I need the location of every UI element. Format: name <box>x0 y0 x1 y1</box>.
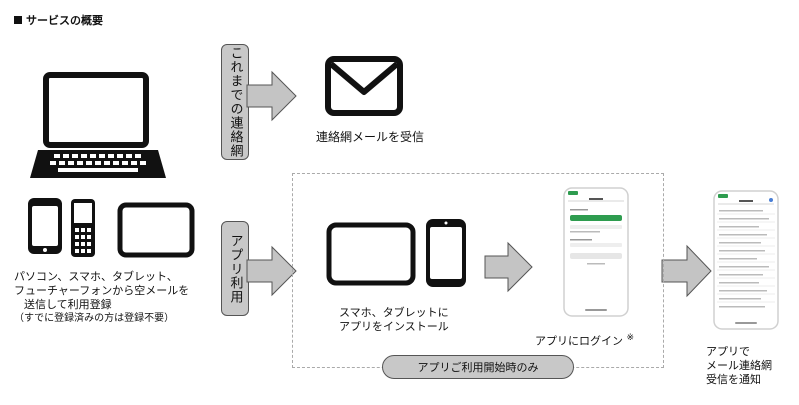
caption-line: 送信して利用登録 <box>24 298 112 311</box>
login-caption: アプリにログイン ※ <box>535 331 634 349</box>
section-title-text: サービスの概要 <box>26 14 103 27</box>
device-registration-caption: パソコン、スマホ、タブレット、 フューチャーフォンから空メールを 送信して利用登… <box>14 270 219 326</box>
caption-line: パソコン、スマホ、タブレット、 <box>14 270 178 283</box>
caption-line-note: （すでに登録済みの方は登録不要） <box>14 313 175 324</box>
smartphone-icon <box>28 198 62 254</box>
arrow-right-icon <box>246 245 297 297</box>
login-screen-phone <box>563 187 629 317</box>
notify-caption-line: アプリで <box>706 345 750 358</box>
arrow-right-icon <box>661 244 712 298</box>
arrow-right-icon <box>484 241 533 293</box>
notify-caption-line: 受信を通知 <box>706 373 761 386</box>
install-caption-line: アプリをインストール <box>339 320 449 333</box>
tablet-icon <box>117 202 195 258</box>
install-caption-line: スマホ、タブレットに <box>339 306 449 319</box>
login-caption-text: アプリにログイン <box>535 334 623 348</box>
smartphone-icon <box>426 219 466 287</box>
square-bullet-icon <box>14 16 22 24</box>
install-caption: スマホ、タブレットに アプリをインストール <box>339 306 479 334</box>
notify-caption: アプリで メール連絡網 受信を通知 <box>706 345 772 387</box>
laptop-icon <box>30 72 166 178</box>
tablet-icon <box>326 222 416 286</box>
arrow-right-icon <box>246 70 297 122</box>
section-title: サービスの概要 <box>14 12 103 28</box>
feature-phone-icon <box>71 199 95 257</box>
first-time-only-text: アプリご利用開始時のみ <box>417 361 539 374</box>
envelope-icon <box>325 56 403 116</box>
email-received-caption: 連絡網メールを受信 <box>316 130 425 144</box>
existing-network-label-text: これまでの連絡網 <box>227 46 243 158</box>
app-usage-label: アプリ利用 <box>221 221 249 316</box>
caption-line: フューチャーフォンから空メールを <box>14 284 190 297</box>
first-time-only-pill: アプリご利用開始時のみ <box>382 355 574 379</box>
app-usage-label-text: アプリ利用 <box>227 233 243 304</box>
notify-caption-line: メール連絡網 <box>706 359 772 372</box>
login-caption-note: ※ <box>626 333 635 343</box>
existing-network-label: これまでの連絡網 <box>221 44 249 160</box>
notification-screen-phone <box>713 190 779 330</box>
